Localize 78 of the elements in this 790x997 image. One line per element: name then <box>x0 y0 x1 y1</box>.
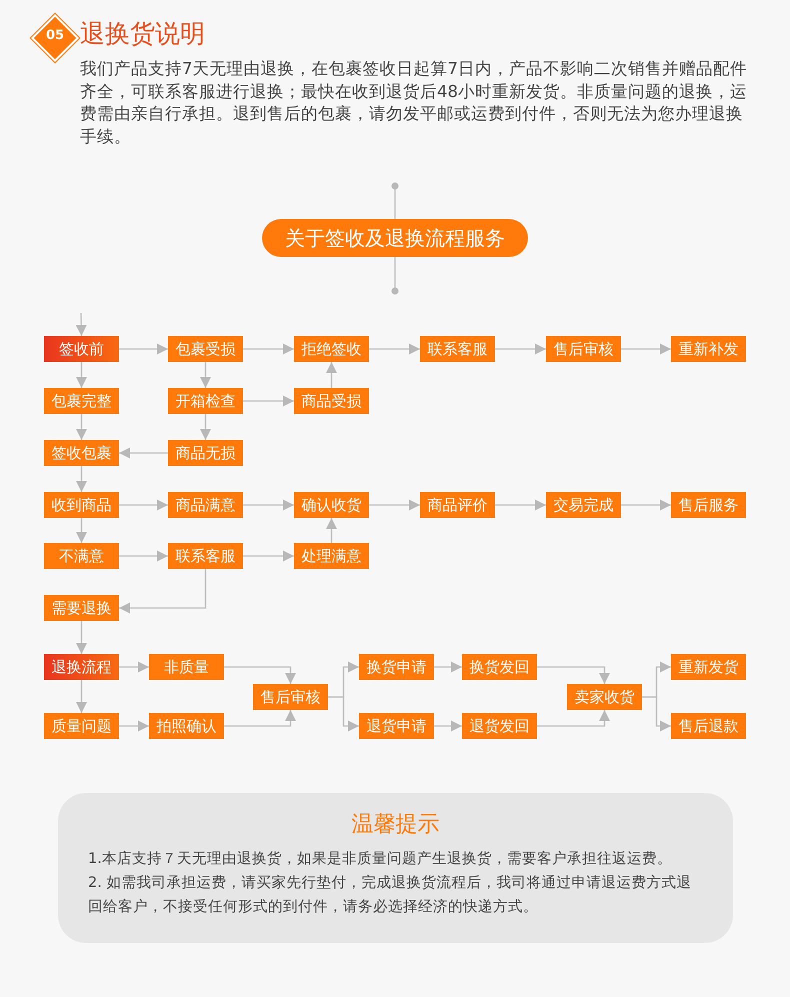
process-step: 重新发货 <box>671 654 746 680</box>
process-step: 退货发回 <box>462 713 537 739</box>
arrow <box>243 344 294 354</box>
process-step: 商品满意 <box>168 492 243 518</box>
connector-line <box>392 182 398 219</box>
process-step: 质量问题 <box>44 713 119 739</box>
process-step: 开箱检查 <box>168 388 243 414</box>
process-step: 重新补发 <box>671 336 746 362</box>
notice-item: 2. 如需我司承担运费，请买家先行垫付，完成退换货流程后，我司将通过申请退运费方式退回给客户，不接受任何形式的到付件，请务必选择经济的快递方式。 <box>88 874 692 917</box>
process-step: 不满意 <box>44 543 119 569</box>
notice-heading: 温馨提示 <box>350 811 440 839</box>
arrow <box>495 500 546 510</box>
arrow <box>76 414 87 440</box>
process-step: 签收包裹 <box>44 440 119 466</box>
arrow <box>328 696 359 732</box>
process-step: 交易完成 <box>546 492 621 518</box>
arrow <box>119 720 149 732</box>
process-step: 需要退换 <box>44 595 119 621</box>
heading-pill: 关于签收及退换流程服务 <box>262 219 528 257</box>
process-step: 售后退款 <box>671 713 746 739</box>
connector-line <box>392 257 398 294</box>
arrow <box>76 680 87 713</box>
process-step: 联系客服 <box>168 543 243 569</box>
arrow <box>243 550 294 562</box>
arrow <box>119 500 168 510</box>
process-step: 换货发回 <box>462 654 537 680</box>
process-step: 收到商品 <box>44 492 119 518</box>
arrow <box>76 621 87 654</box>
process-step: 拍照确认 <box>149 713 224 739</box>
notice-item: 1.本店支持７天无理由退换货，如果是非质量问题产生退换货，需要客户承担往返运费。 <box>88 850 673 869</box>
arrow <box>76 312 87 336</box>
process-step: 包裹受损 <box>168 336 243 362</box>
process-step: 退换流程 <box>44 654 119 680</box>
arrow <box>76 466 87 492</box>
process-step: 包裹完整 <box>44 388 119 414</box>
section-title: 退换货说明 <box>80 18 205 50</box>
process-step: 商品评价 <box>420 492 495 518</box>
process-step: 换货申请 <box>359 654 434 680</box>
arrow <box>224 710 296 727</box>
arrow <box>326 362 337 388</box>
arrow <box>326 518 337 543</box>
arrow <box>243 500 294 510</box>
process-step: 非质量 <box>149 654 224 680</box>
process-step: 退货申请 <box>359 713 434 739</box>
arrow <box>621 344 671 354</box>
process-step: 售后审核 <box>546 336 621 362</box>
arrow <box>369 344 420 354</box>
arrow <box>119 662 149 672</box>
process-step: 签收前 <box>44 336 119 362</box>
arrow <box>243 396 294 406</box>
arrow <box>119 569 206 614</box>
arrow <box>76 518 87 543</box>
process-step: 拒绝签收 <box>294 336 369 362</box>
arrow <box>621 500 671 510</box>
arrow <box>495 344 546 354</box>
arrow <box>537 666 610 684</box>
arrow <box>537 710 610 727</box>
process-step: 售后服务 <box>671 492 746 518</box>
arrow <box>119 550 168 562</box>
arrow <box>200 414 211 440</box>
process-step: 商品无损 <box>168 440 243 466</box>
process-step: 卖家收货 <box>567 684 642 710</box>
arrow <box>434 662 462 672</box>
process-step: 处理满意 <box>294 543 369 569</box>
process-step: 售后审核 <box>253 684 328 710</box>
arrow <box>434 720 462 732</box>
arrow <box>369 500 420 510</box>
arrow <box>119 448 168 458</box>
process-step: 联系客服 <box>420 336 495 362</box>
badge-number: 05 <box>44 28 66 43</box>
process-step: 商品受损 <box>294 388 369 414</box>
arrow <box>224 666 296 684</box>
arrow <box>642 696 671 732</box>
arrow <box>200 362 211 388</box>
arrow <box>119 344 168 354</box>
arrow <box>76 362 87 388</box>
intro-paragraph: 我们产品支持7天无理由退换，在包裹签收日起算7日内，产品不影响二次销售并赠品配件齐全，可联系客服进行退换；最快在收到退货后48小时重新发货。非质量问题的退换，运费需由亲自行承担。退到售后的包裹，请勿发平邮或运费到付件，否则无法为您办理退换手续。 <box>80 58 748 148</box>
process-step: 确认收货 <box>294 492 369 518</box>
